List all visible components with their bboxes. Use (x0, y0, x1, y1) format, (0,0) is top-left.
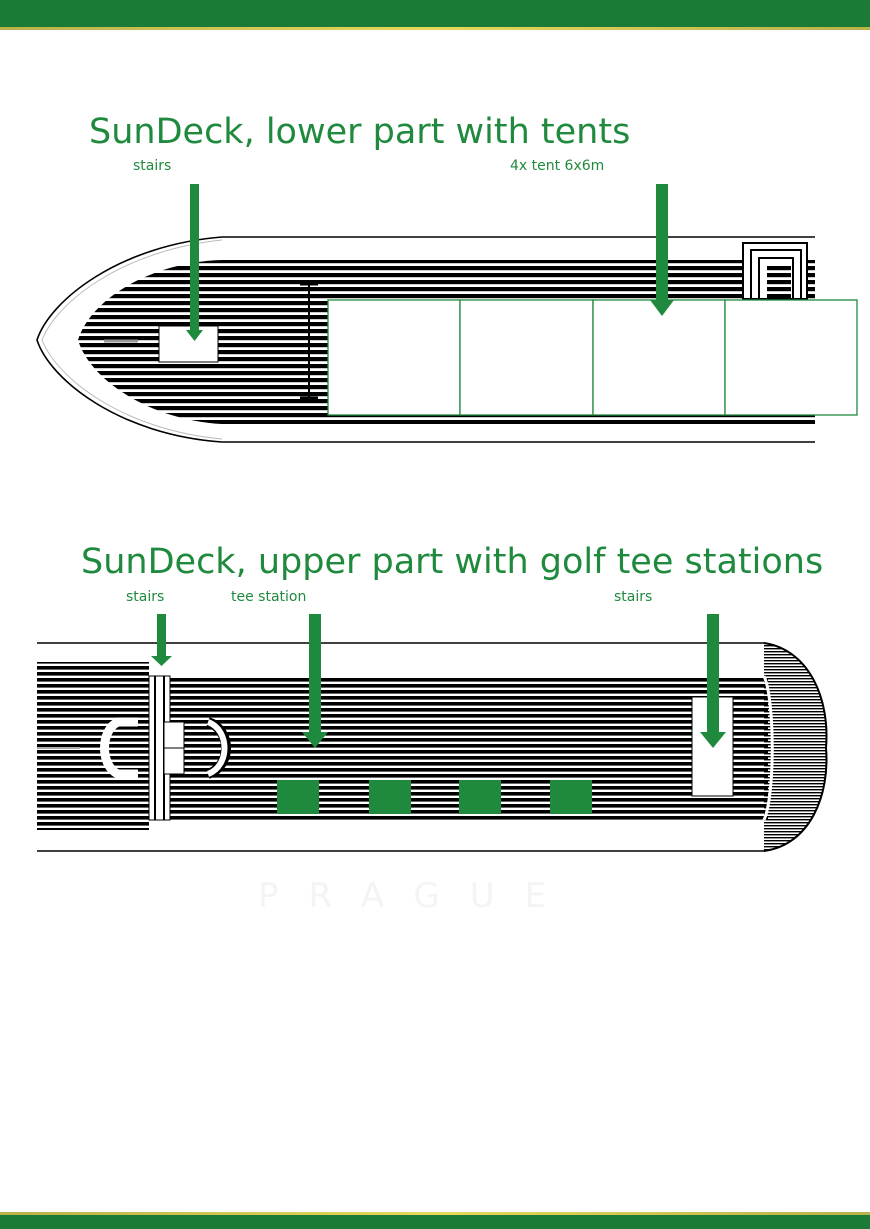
stairs-arrow (190, 184, 199, 332)
stern-stripes (764, 643, 827, 851)
tee-station-4 (550, 780, 592, 814)
stairs-left-arrow (157, 614, 166, 658)
tent-4 (724, 299, 858, 416)
lower-deck-title: SunDeck, lower part with tents (89, 112, 631, 152)
tent-arrow (656, 184, 668, 302)
tee-stations-group (277, 780, 592, 814)
upper-arrows (151, 614, 726, 748)
tee-station-label: tee station (231, 589, 307, 605)
tents-label: 4x tent 6x6m (510, 158, 605, 174)
upper-stairs-right-label: stairs (614, 589, 653, 605)
upper-deck-plan (37, 614, 828, 852)
tee-station-3 (459, 780, 501, 814)
lower-arrows (186, 184, 674, 341)
footer-accent-line (0, 1212, 870, 1215)
tent-3 (592, 299, 726, 416)
watermark-text: PRAGUE (258, 876, 577, 916)
upper-stairs-left-label: stairs (126, 589, 165, 605)
header-accent-line (0, 27, 870, 30)
tent-2 (459, 299, 594, 416)
upper-deck-stripes-left (37, 662, 149, 830)
stairs-right-arrow (707, 614, 719, 734)
tents-group (327, 299, 858, 416)
footer-band (0, 1215, 870, 1229)
lower-hull-outline (36, 236, 815, 443)
hatch-icon (100, 717, 138, 779)
tee-station-2 (369, 780, 411, 814)
tee-station-1 (277, 780, 319, 814)
tee-arrow (309, 614, 321, 734)
lower-stairs-label: stairs (133, 158, 172, 174)
lower-deck-plan (36, 184, 858, 443)
upper-deck-title: SunDeck, upper part with golf tee statio… (81, 542, 824, 582)
header-band (0, 0, 870, 27)
tent-1 (327, 299, 461, 416)
